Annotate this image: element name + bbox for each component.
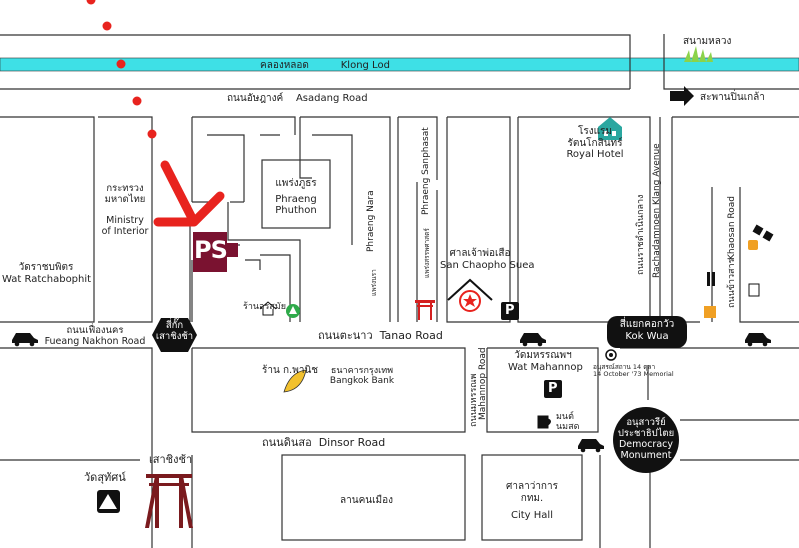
mont-nomsod-label: มนต์นมสด [556, 412, 580, 433]
canal [0, 57, 799, 72]
drink-icon [707, 272, 715, 286]
sunglasses-icon [752, 224, 774, 242]
sanam-luang-label: สนามหลวง [683, 36, 732, 47]
car-icon [12, 333, 771, 453]
arrow-right-icon [670, 86, 694, 106]
asadang-road-label: ถนนอัษฎางค์ Asadang Road [227, 93, 368, 104]
dinsor-road-label: ถนนดินสอ Dinsor Road [262, 436, 386, 449]
sao-ching-cha-junction-label: สี่กั๊กเสาชิงช้า [155, 320, 194, 342]
ran-ko-panit-label: ร้าน ก.พานิช [262, 365, 319, 376]
coffee-cup-icon [704, 306, 716, 318]
sao-ching-cha-junction-badge [152, 318, 197, 352]
parking-label-mahannop: P [548, 381, 558, 396]
tanao-road-label: ถนนตะนาว Tanao Road [318, 329, 443, 342]
khaosan-th-label: ถนนข้าวสาร [727, 258, 737, 308]
phraeng-nara-label: Phraeng Nara [366, 190, 376, 252]
lan-khon-mueang-label: ลานคนเมือง [340, 495, 394, 506]
city-hall-label: ศาลาว่าการกทม. City Hall [506, 481, 558, 521]
giant-swing-icon [145, 474, 193, 528]
route-arrow [153, 160, 225, 227]
kok-wua-badge [607, 316, 687, 348]
saphan-pinklao-label: สะพานปิ่นเกล้า [700, 92, 765, 103]
ps-logo-block [193, 232, 227, 272]
star-shrine-icon [447, 278, 493, 312]
fruit-icon [283, 369, 307, 393]
milk-icon [537, 415, 551, 429]
route-markers [86, 0, 157, 139]
parking-label: P [505, 303, 515, 318]
rachadamnoen-label: Rachadamnoen Klang Avenue [652, 143, 662, 278]
ran-orasami-label: ร้านอรสมัย [243, 302, 286, 312]
parking-icon [501, 302, 562, 398]
tree-icon [259, 301, 277, 316]
wat-suthat-label: วัดสุทัศน์ [84, 471, 126, 484]
democracy-monument-badge [613, 407, 679, 473]
ps-logo: PS [194, 236, 228, 264]
khaosan-label: Khaosan Road [727, 196, 737, 260]
phraeng-sanphasat-th-label: แพร่งสรรพศาสตร์ [423, 228, 431, 278]
sao-ching-cha-label: เสาชิงช้า [149, 453, 193, 466]
royal-hotel-label: โรงแรมรัตนโกสินทร์Royal Hotel [566, 126, 624, 160]
grass-icon [684, 46, 722, 62]
rachadamnoen-th-label: ถนนราชดำเนินกลาง [636, 194, 646, 275]
phraeng-nara-th-label: แพร่งนรา [370, 269, 378, 296]
gate-icon [415, 300, 435, 320]
mahannop-road-label: Mahannop Road [478, 347, 488, 420]
phraeng-sanphasat-label: Phraeng Sanphasat [421, 127, 431, 215]
canal-label: คลองหลอด Klong Lod [260, 60, 390, 71]
tent-icon [99, 494, 117, 509]
